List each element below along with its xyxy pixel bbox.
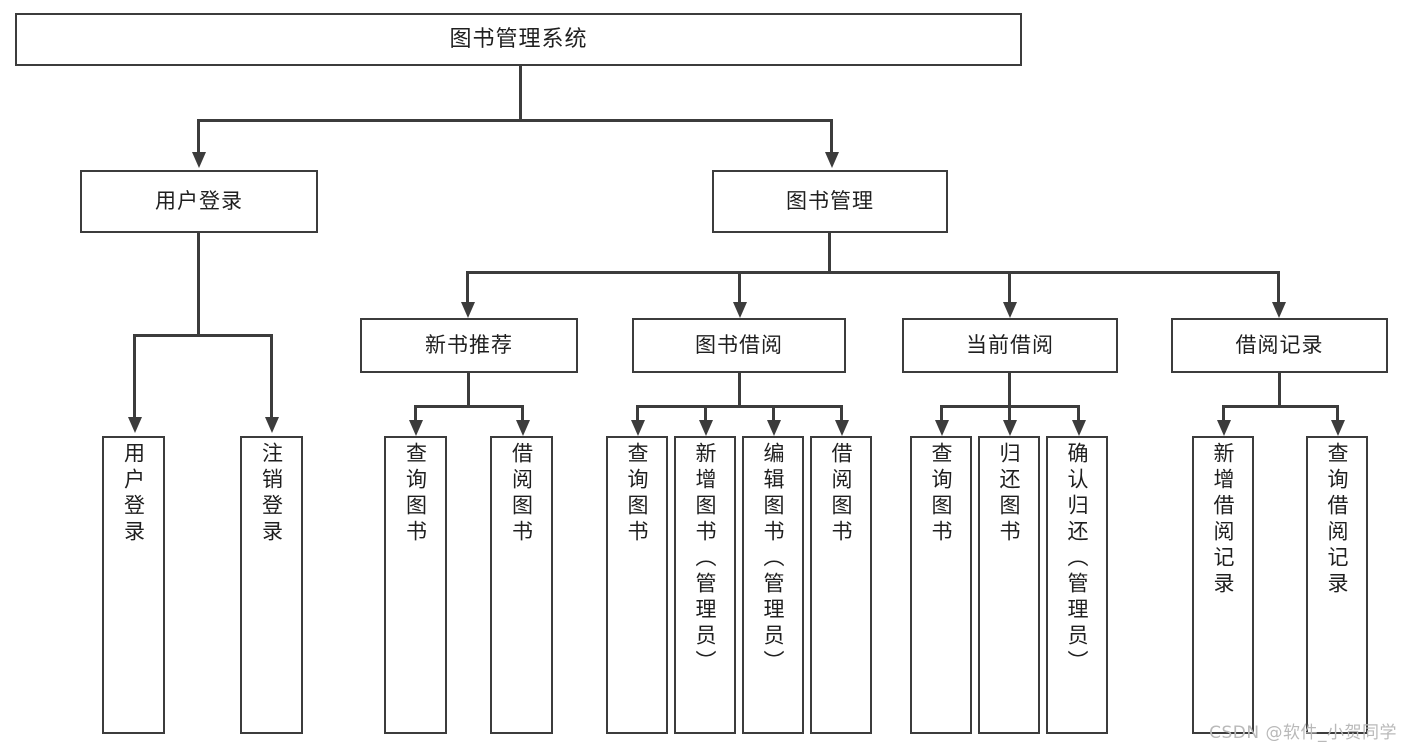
connector-root-trunk: [519, 66, 522, 120]
connector-new-book-leaf-1: [414, 405, 417, 425]
node-label: 借阅图书: [829, 442, 854, 546]
node-user-login[interactable]: 用户登录: [80, 170, 318, 233]
connector-borrow-record-bar: [1222, 405, 1339, 408]
node-label: 新增图书（管理员）: [693, 442, 718, 676]
node-label: 新书推荐: [425, 333, 513, 358]
connector-user-login-child-1: [133, 334, 136, 420]
arrow-book-manage-child-1: [461, 302, 475, 318]
node-leaf-return-book[interactable]: 归还图书: [978, 436, 1040, 734]
node-label: 查询图书: [403, 442, 428, 546]
connector-book-borrow-leaf-2: [704, 405, 707, 425]
node-leaf-query-record[interactable]: 查询借阅记录: [1306, 436, 1368, 734]
node-current-borrow[interactable]: 当前借阅: [902, 318, 1118, 373]
node-label: 归还图书: [997, 442, 1022, 546]
node-label: 当前借阅: [966, 333, 1054, 358]
node-book-manage[interactable]: 图书管理: [712, 170, 948, 233]
connector-current-borrow-leaf-1: [940, 405, 943, 425]
arrow-current-borrow-leaf-3: [1072, 420, 1086, 436]
connector-book-borrow-leaf-3: [772, 405, 775, 425]
node-leaf-add-book[interactable]: 新增图书（管理员）: [674, 436, 736, 734]
arrow-new-book-leaf-2: [516, 420, 530, 436]
connector-borrow-record-leaf-1: [1222, 405, 1225, 425]
connector-current-borrow-trunk: [1008, 373, 1011, 407]
node-leaf-add-record[interactable]: 新增借阅记录: [1192, 436, 1254, 734]
arrow-book-manage-child-2: [733, 302, 747, 318]
node-label: 查询图书: [929, 442, 954, 546]
node-book-management-system[interactable]: 图书管理系统: [15, 13, 1022, 66]
node-label: 查询图书: [625, 442, 650, 546]
node-label: 图书管理系统: [449, 26, 588, 52]
node-leaf-user-logout[interactable]: 注销登录: [240, 436, 303, 734]
node-leaf-borrow-book-1[interactable]: 借阅图书: [490, 436, 553, 734]
connector-root-to-user-login: [197, 119, 200, 155]
node-leaf-confirm-return[interactable]: 确认归还（管理员）: [1046, 436, 1108, 734]
arrow-book-manage-child-4: [1272, 302, 1286, 318]
connector-current-borrow-leaf-3: [1077, 405, 1080, 425]
node-label: 确认归还（管理员）: [1065, 442, 1090, 676]
connector-user-login-child-2: [270, 334, 273, 420]
arrow-borrow-record-leaf-1: [1217, 420, 1231, 436]
node-leaf-user-login[interactable]: 用户登录: [102, 436, 165, 734]
node-leaf-borrow-book-2[interactable]: 借阅图书: [810, 436, 872, 734]
connector-book-borrow-bar: [636, 405, 842, 408]
node-borrow-record[interactable]: 借阅记录: [1171, 318, 1388, 373]
arrow-book-borrow-leaf-1: [631, 420, 645, 436]
arrow-book-borrow-leaf-3: [767, 420, 781, 436]
node-label: 图书借阅: [695, 333, 783, 358]
connector-book-manage-child-2: [738, 271, 741, 305]
node-label: 查询借阅记录: [1325, 442, 1350, 598]
node-label: 借阅记录: [1235, 333, 1324, 358]
arrow-borrow-record-leaf-2: [1331, 420, 1345, 436]
arrow-root-to-user-login: [192, 152, 206, 168]
arrow-book-manage-child-3: [1003, 302, 1017, 318]
node-label: 图书管理: [786, 189, 874, 214]
connector-root-to-book-manage: [830, 119, 833, 155]
node-label: 用户登录: [155, 189, 243, 214]
node-leaf-query-book-1[interactable]: 查询图书: [384, 436, 447, 734]
connector-current-borrow-leaf-2: [1008, 405, 1011, 425]
connector-new-book-bar: [414, 405, 524, 408]
node-book-borrow[interactable]: 图书借阅: [632, 318, 846, 373]
connector-book-manage-child-1: [466, 271, 469, 305]
connector-book-borrow-leaf-4: [840, 405, 843, 425]
connector-new-book-trunk: [467, 373, 470, 407]
node-label: 新增借阅记录: [1211, 442, 1236, 598]
connector-book-borrow-leaf-1: [636, 405, 639, 425]
arrow-current-borrow-leaf-1: [935, 420, 949, 436]
node-label: 借阅图书: [509, 442, 534, 546]
arrow-user-login-child-1: [128, 417, 142, 433]
connector-user-login-bar: [133, 334, 273, 337]
connector-book-manage-trunk: [828, 233, 831, 273]
node-label: 注销登录: [259, 442, 284, 546]
node-new-book-recommend[interactable]: 新书推荐: [360, 318, 578, 373]
connector-book-borrow-trunk: [738, 373, 741, 407]
node-leaf-query-book-2[interactable]: 查询图书: [606, 436, 668, 734]
node-leaf-query-book-3[interactable]: 查询图书: [910, 436, 972, 734]
arrow-user-login-child-2: [265, 417, 279, 433]
connector-new-book-leaf-2: [521, 405, 524, 425]
connector-book-manage-child-3: [1008, 271, 1011, 305]
connector-user-login-trunk: [197, 233, 200, 335]
connector-borrow-record-leaf-2: [1336, 405, 1339, 425]
node-label: 用户登录: [121, 442, 146, 546]
node-label: 编辑图书（管理员）: [761, 442, 786, 676]
arrow-book-borrow-leaf-4: [835, 420, 849, 436]
connector-root-bar: [197, 119, 833, 122]
connector-borrow-record-trunk: [1278, 373, 1281, 407]
connector-book-manage-child-4: [1277, 271, 1280, 305]
connector-book-manage-bar: [466, 271, 1280, 274]
arrow-root-to-book-manage: [825, 152, 839, 168]
arrow-current-borrow-leaf-2: [1003, 420, 1017, 436]
node-leaf-edit-book[interactable]: 编辑图书（管理员）: [742, 436, 804, 734]
arrow-book-borrow-leaf-2: [699, 420, 713, 436]
arrow-new-book-leaf-1: [409, 420, 423, 436]
